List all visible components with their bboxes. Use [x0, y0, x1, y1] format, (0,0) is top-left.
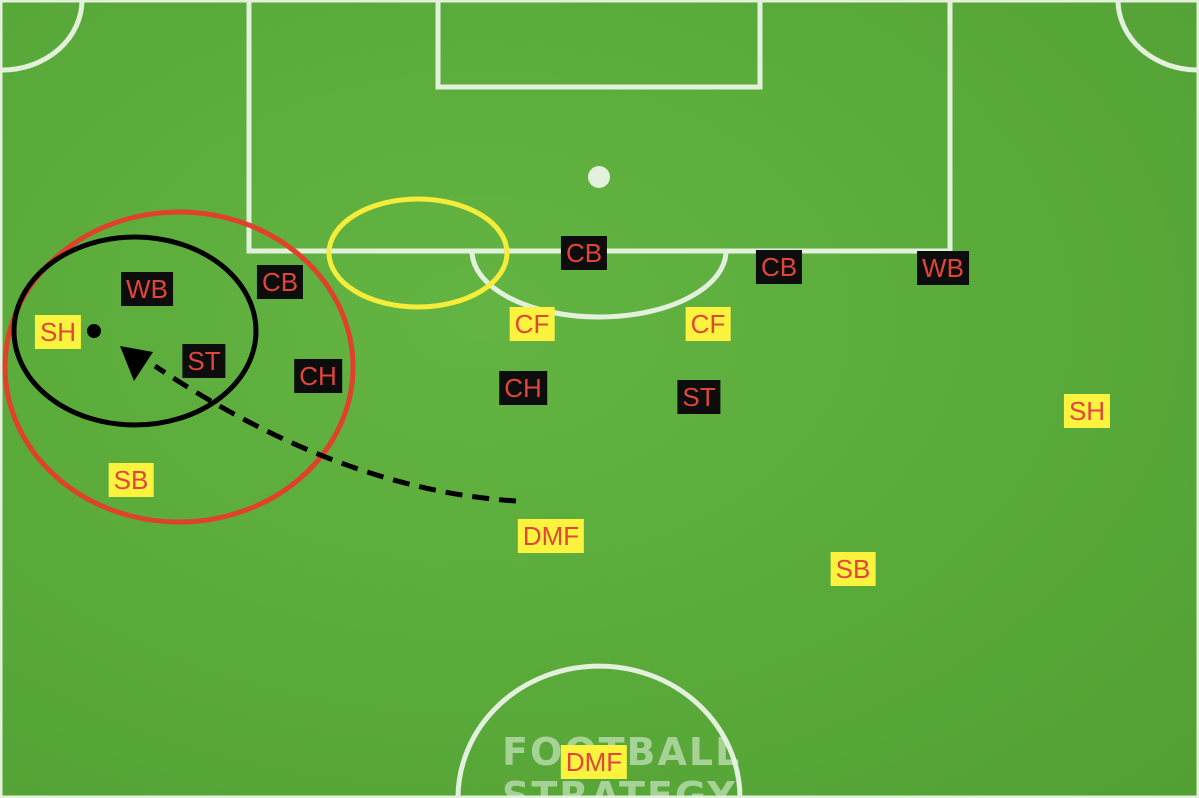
penalty-spot: [588, 166, 610, 188]
player-label-dmf-upper: DMF: [517, 519, 585, 553]
player-label-cb-center: CB: [560, 236, 608, 270]
player-label-sh-left: SH: [34, 315, 82, 349]
player-label-cf-right: CF: [685, 307, 731, 341]
corner-arc-left: [1, 0, 85, 73]
ball-marker: [87, 324, 101, 338]
yellow-highlight-circle: [326, 196, 510, 310]
player-label-st-center: ST: [677, 380, 721, 414]
player-label-sh-right: SH: [1063, 394, 1111, 428]
corner-arc-right: [1115, 0, 1198, 73]
player-label-dmf-lower: DMF: [560, 745, 628, 779]
goal-area: [435, 0, 763, 90]
black-highlight-circle: [11, 234, 259, 428]
player-label-sb-left: SB: [108, 463, 154, 497]
player-label-cb-left: CB: [256, 265, 304, 299]
player-label-st-left: ST: [182, 344, 226, 378]
player-label-ch-left: CH: [294, 359, 342, 393]
centre-circle: [455, 663, 743, 798]
dashed-run-arrow: [153, 363, 517, 504]
player-label-sb-right: SB: [830, 552, 876, 586]
player-label-ch-center: CH: [499, 371, 547, 405]
player-label-cb-right: CB: [755, 250, 803, 284]
penalty-arc: [469, 250, 729, 320]
player-label-wb-left: WB: [121, 272, 173, 306]
player-label-wb-right: WB: [917, 251, 969, 285]
player-label-cf-left: CF: [509, 307, 555, 341]
arrow-head-icon: [120, 346, 153, 381]
red-highlight-circle: [2, 209, 356, 525]
